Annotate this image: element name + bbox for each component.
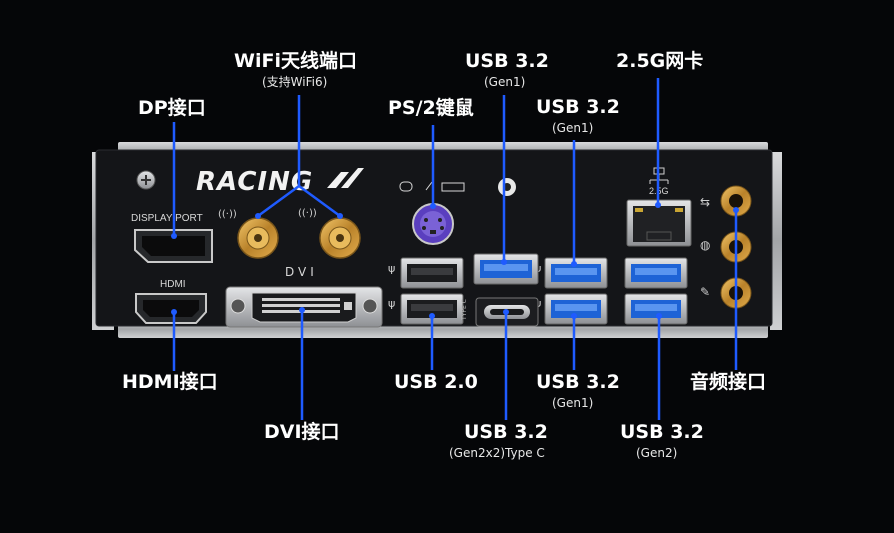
hdmi-connector bbox=[135, 293, 207, 324]
hdmi-plate-label: HDMI bbox=[160, 279, 186, 290]
dvi-label: DVI接口 bbox=[264, 421, 340, 443]
svg-text:ψ: ψ bbox=[388, 297, 395, 310]
usb-top1-sub-label: (Gen1) bbox=[484, 75, 526, 89]
lan-rj45-port bbox=[626, 199, 692, 247]
usb-top1-label: USB 3.2 bbox=[465, 50, 549, 72]
usb32-gen1-port-top bbox=[473, 253, 539, 285]
usb-bottom1-sub-label: (Gen1) bbox=[552, 396, 594, 410]
usb20-label: USB 2.0 bbox=[394, 371, 478, 393]
audio-jacks: ⇆ ◍ ✎ bbox=[700, 185, 752, 309]
ps2-label: PS/2键鼠 bbox=[388, 97, 474, 119]
dp-plate-label: DISPLAY PORT bbox=[131, 213, 203, 224]
svg-text:((·)): ((·)) bbox=[298, 208, 317, 219]
usb-gen2-sub-label: (Gen2) bbox=[636, 446, 678, 460]
displayport-connector bbox=[134, 229, 213, 263]
wifi-antenna-connectors: ((·)) ((·)) bbox=[218, 208, 361, 259]
usb20-ports bbox=[400, 257, 464, 325]
screw-icon bbox=[136, 170, 156, 190]
usb-typec-sub-label: (Gen2x2)Type C bbox=[449, 446, 545, 460]
line-out-icon: ◍ bbox=[700, 238, 711, 252]
svg-text:((·)): ((·)) bbox=[218, 209, 237, 220]
usb-gen2-label: USB 3.2 bbox=[620, 421, 704, 443]
usb-bottom1-label: USB 3.2 bbox=[536, 371, 620, 393]
line-in-icon: ⇆ bbox=[700, 195, 710, 209]
usb32-gen1-ports-col2 bbox=[544, 257, 608, 325]
ps2-port bbox=[412, 203, 454, 245]
brand-text: RACING bbox=[196, 167, 313, 197]
usb-top2-sub-label: (Gen1) bbox=[552, 121, 594, 135]
hdmi-label: HDMI接口 bbox=[122, 371, 218, 393]
dvi-plate-label: DVI bbox=[285, 265, 318, 279]
lan-label: 2.5G网卡 bbox=[616, 50, 704, 72]
type-c-plate-label: TYPE C bbox=[461, 299, 468, 321]
mic-icon: ✎ bbox=[700, 285, 710, 299]
usb-typec-label: USB 3.2 bbox=[464, 421, 548, 443]
ps2-mouse-keyboard-icons bbox=[399, 181, 465, 192]
dp-label: DP接口 bbox=[138, 97, 206, 119]
audio-label: 音频接口 bbox=[690, 371, 767, 393]
pointer-lines bbox=[172, 78, 738, 420]
wifi-label: WiFi天线端口 bbox=[234, 50, 357, 72]
svg-text:ψ: ψ bbox=[388, 262, 395, 275]
dvi-connector bbox=[225, 286, 383, 328]
usb32-gen2-ports bbox=[624, 257, 688, 325]
pointer-dots bbox=[171, 202, 739, 319]
wifi-sub-label: (支持WiFi6) bbox=[262, 75, 328, 89]
usb-top2-label: USB 3.2 bbox=[536, 96, 620, 118]
